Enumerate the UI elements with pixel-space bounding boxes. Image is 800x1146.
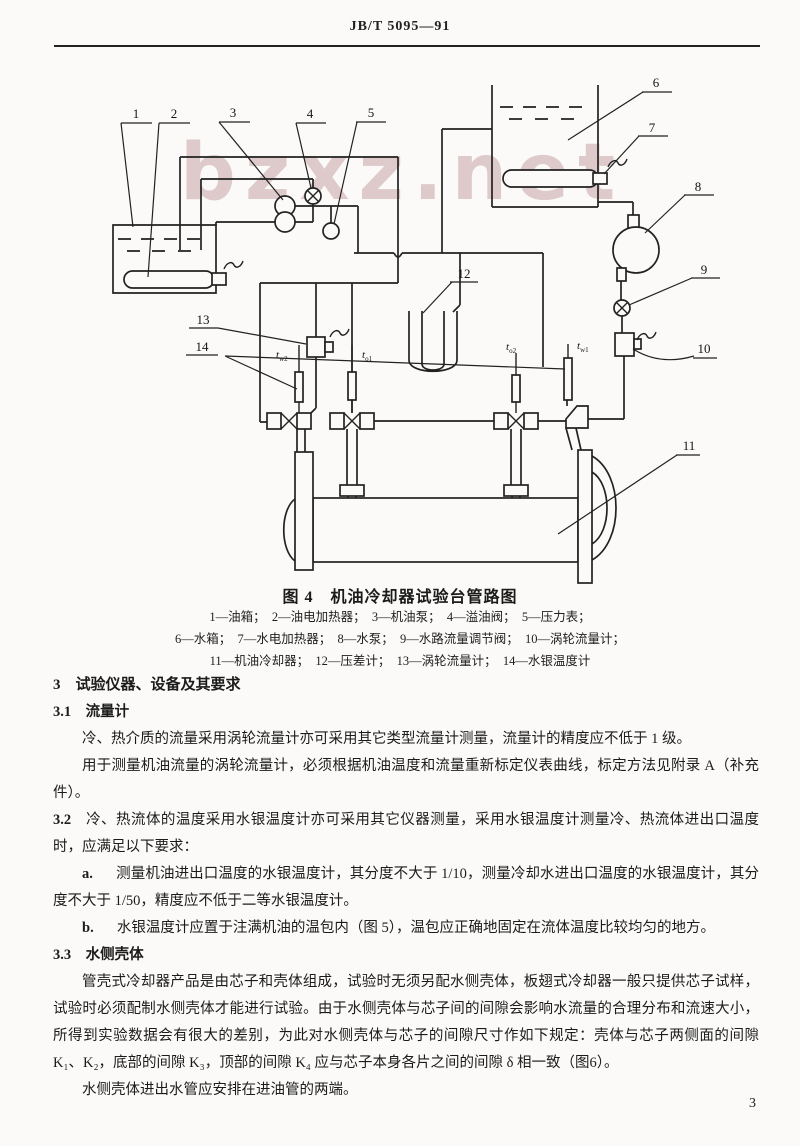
section-3-2-number: 3.2 [53, 812, 72, 828]
item-b-text: 水银温度计应置于注满机油的温包内（图 5），温包应正确地固定在流体温度比较均匀的… [116, 920, 716, 936]
water-tank [491, 85, 599, 208]
water-pump [612, 226, 660, 274]
sensor-label-to1: to1 [362, 349, 373, 363]
sensor-label-tw2: tw2 [276, 349, 288, 363]
oil-pump [274, 211, 296, 233]
section-3-number: 3 [53, 677, 61, 693]
callout-underlines [121, 91, 720, 456]
callout-3: 3 [230, 105, 237, 120]
thermometer-bulb-tw2 [294, 371, 304, 403]
section-3-2-item-a: a.测量机油进出口温度的水银温度计，其分度不大于 1/10，测量冷却水进出口温度… [53, 861, 759, 915]
section-3-3-number: 3.3 [53, 947, 72, 963]
callout-13: 13 [197, 312, 210, 327]
flange [503, 484, 529, 497]
water-flowmeter [614, 332, 635, 357]
valve-3-body [493, 412, 509, 430]
body-text: 3 试验仪器、设备及其要求 3.1 流量计 冷、热介质的流量采用涡轮流量计亦可采用其… [53, 672, 759, 1104]
section-3-2-item-b: b. 水银温度计应置于注满机油的温包内（图 5），温包应正确地固定在流体温度比较均… [53, 915, 759, 942]
thermometer-stems [298, 344, 569, 413]
sensor-label-tw1: tw1 [577, 340, 589, 354]
legend-line: 1—油箱； 2—油电加热器； 3—机油泵； 4—溢油阀； 5—压力表； [209, 610, 591, 624]
callout-12: 12 [458, 266, 471, 281]
oil-pipes [179, 156, 566, 498]
oil-heater-terminal [211, 272, 227, 286]
valve-2-body [359, 412, 375, 430]
valve-1-body [266, 412, 282, 430]
standard-code: JB/T 5095—91 [349, 19, 451, 34]
section-3-3-paragraph: 水侧壳体进出水管应安排在进油管的两端。 [82, 1082, 358, 1098]
cooler-body [312, 497, 579, 563]
component-details [223, 158, 657, 430]
legend-line: 6—水箱； 7—水电加热器； 8—水泵； 9—水路流量调节阀； 10—涡轮流量计… [174, 632, 625, 646]
item-a-text: 测量机油进出口温度的水银温度计，其分度不大于 1/10，测量冷却水进出口温度的水… [53, 866, 759, 909]
cooler-right-dome [591, 455, 617, 561]
valve-2-body [329, 412, 345, 430]
liquid-level-dashes [118, 106, 582, 252]
thermometer-bulb-tw1 [563, 357, 573, 401]
oil-flowmeter [306, 336, 326, 358]
section-3-3-paragraph: 管壳式冷却器产品是由芯子和壳体组成，试验时无须另配水侧壳体，板翅式冷却器一般只提… [53, 974, 759, 1071]
pressure-gauge [322, 222, 340, 240]
water-flowmeter-tab [633, 338, 642, 350]
section-3-3-title: 水侧壳体 [85, 947, 144, 963]
pipe-network [112, 85, 634, 498]
sensor-labels: tw2 to1 to2 tw1 [276, 340, 589, 363]
figure-caption: 图 4 机油冷却器试验台管路图 [282, 589, 518, 606]
callout-6: 6 [653, 75, 660, 90]
section-3-3-heading: 3.3 水侧壳体 [53, 942, 759, 969]
callout-2: 2 [171, 106, 178, 121]
figure-legend: 1—油箱； 2—油电加热器； 3—机油泵； 4—溢油阀； 5—压力表； 6—水箱… [0, 606, 800, 672]
section-3-1-heading: 3.1 流量计 [53, 699, 759, 726]
oil-heater [123, 270, 215, 289]
legend-line: 11—机油冷却器； 12—压差计； 13—涡轮流量计； 14—水银温度计 [209, 654, 591, 668]
thermometer-bulb-to1 [347, 371, 357, 401]
callout-11: 11 [683, 438, 696, 453]
cooler-left-plate [294, 451, 314, 571]
callout-8: 8 [695, 179, 702, 194]
section-3-title: 试验仪器、设备及其要求 [75, 677, 241, 693]
section-3-heading: 3 试验仪器、设备及其要求 [53, 672, 759, 699]
water-heater-terminal [592, 172, 608, 185]
components [123, 169, 660, 584]
water-pipes [441, 128, 634, 451]
header-rule [54, 45, 760, 47]
item-b-label: b. [82, 920, 94, 936]
sensor-label-to2: to2 [506, 341, 517, 355]
section-3-1-title: 流量计 [85, 704, 130, 720]
oil-tank [112, 224, 217, 294]
callout-1: 1 [133, 106, 140, 121]
callout-14: 14 [196, 339, 210, 354]
callout-leaders [120, 91, 720, 535]
item-a-label: a. [82, 866, 93, 882]
oil-flowmeter-tab [324, 341, 334, 353]
valve-1-body [296, 412, 312, 430]
section-3-2-text: 冷、热流体的温度采用水银温度计亦可采用其它仪器测量，采用水银温度计测量冷、热流体… [53, 812, 759, 855]
callout-10: 10 [698, 341, 711, 356]
section-3-1-paragraph: 冷、热介质的流量采用涡轮流量计亦可采用其它类型流量计测量，流量计的精度应不低于 … [82, 731, 691, 747]
page-number: 3 [749, 1096, 756, 1111]
water-heater [502, 169, 599, 188]
section-3-1-paragraph: 用于测量机油流量的涡轮流量计，必须根据机油温度和流量重新标定仪表曲线，标定方法见… [53, 758, 759, 801]
callout-7: 7 [649, 120, 656, 135]
cooler-left-dome [283, 498, 296, 562]
piping-diagram: 1 2 3 4 5 6 7 8 9 10 11 12 13 14 tw2 to1… [112, 75, 720, 584]
thermometer-bulb-to2 [511, 374, 521, 403]
callout-9: 9 [701, 262, 708, 277]
valve-3-body [523, 412, 539, 430]
section-3-1-number: 3.1 [53, 704, 72, 720]
u-tube-manometer [408, 311, 458, 372]
terminal-squiggles [223, 158, 657, 341]
callout-5: 5 [368, 105, 375, 120]
flange [339, 484, 365, 497]
valve-cross-marks [280, 189, 629, 430]
callout-labels: 1 2 3 4 5 6 7 8 9 10 11 12 13 14 [133, 75, 711, 453]
water-pump-outlet [616, 267, 627, 282]
water-elbow [565, 405, 589, 429]
callout-4: 4 [307, 106, 314, 121]
